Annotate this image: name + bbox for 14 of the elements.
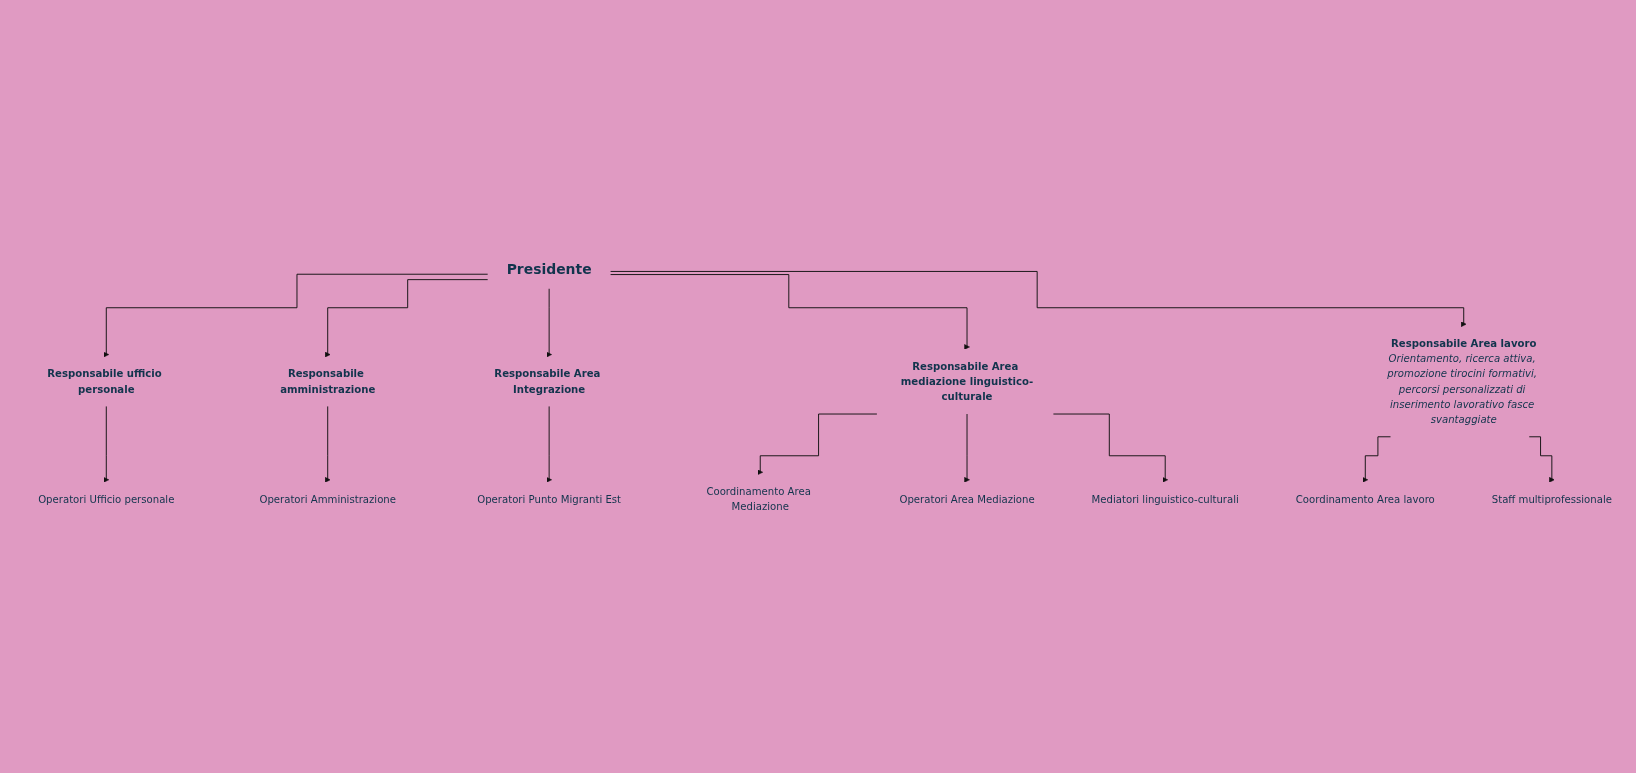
node-text: Mediatori linguistico-culturali	[1091, 493, 1239, 506]
node-text: Staff multiprofessionale	[1491, 493, 1612, 506]
node-text: Operatori Amministrazione	[259, 493, 396, 506]
node-text: Responsabile Area Integrazione	[494, 367, 601, 396]
node-text: Coordinamento Area Mediazione	[706, 485, 811, 513]
node-text: Operatori Ufficio personale	[38, 493, 175, 506]
node-text: Responsabile Area lavoro Orientamento, ricerca attiva, promozione tirocini formativi, percorsi personalizzati di inserimento lavorativo fasce svantaggiate	[1387, 337, 1537, 426]
node-text: Responsabile amministrazione	[280, 367, 376, 396]
node-text: Presidente	[506, 260, 592, 277]
node-text: Responsabile Area mediazione linguistico-culturale	[900, 360, 1034, 403]
node-text: Coordinamento Area lavoro	[1295, 493, 1435, 506]
node-text: Operatori Punto Migranti Est	[477, 493, 622, 506]
node-text: Responsabile ufficio personale	[47, 367, 162, 396]
node-text: Operatori Area Mediazione	[899, 493, 1035, 506]
